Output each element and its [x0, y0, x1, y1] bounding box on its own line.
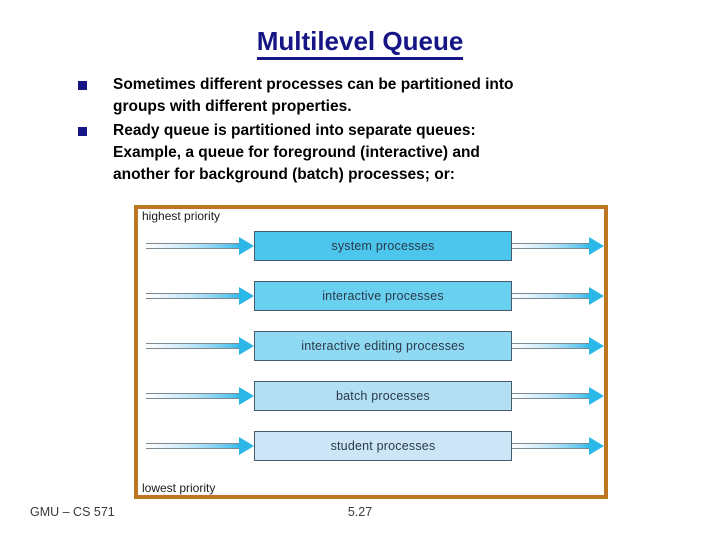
square-bullet-icon: [78, 127, 87, 136]
lowest-priority-label: lowest priority: [142, 481, 216, 495]
queue-box-interactive-editing-processes[interactable]: interactive editing processes: [254, 331, 512, 361]
queue-output-arrow: [512, 287, 604, 305]
bullet-text: Ready queue is partitioned into separate…: [113, 122, 480, 183]
highest-priority-label: highest priority: [142, 209, 221, 223]
queue-row: interactive processes: [138, 281, 604, 311]
queue-input-arrow: [146, 337, 254, 355]
queue-row: interactive editing processes: [138, 331, 604, 361]
queue-input-arrow: [146, 437, 254, 455]
bullet-item: Sometimes different processes can be par…: [78, 74, 668, 118]
page-title: Multilevel Queue: [0, 26, 720, 60]
square-bullet-icon: [78, 81, 87, 90]
queue-input-arrow: [146, 387, 254, 405]
queue-box-interactive-processes[interactable]: interactive processes: [254, 281, 512, 311]
queue-box-system-processes[interactable]: system processes: [254, 231, 512, 261]
multilevel-queue-diagram: highest priority system processes intera…: [134, 205, 608, 499]
page-title-text: Multilevel Queue: [256, 26, 464, 60]
queue-label: interactive processes: [322, 289, 444, 303]
queue-output-arrow: [512, 387, 604, 405]
bullet-text: Sometimes different processes can be par…: [113, 76, 514, 115]
queue-input-arrow: [146, 287, 254, 305]
bullet-item: Ready queue is partitioned into separate…: [78, 120, 668, 186]
queue-label: system processes: [331, 239, 435, 253]
footer-slide-number: 5.27: [347, 505, 373, 519]
footer-course-label: GMU – CS 571: [30, 505, 115, 519]
queue-box-batch-processes[interactable]: batch processes: [254, 381, 512, 411]
queue-output-arrow: [512, 337, 604, 355]
queue-row: batch processes: [138, 381, 604, 411]
queue-row: system processes: [138, 231, 604, 261]
queue-output-arrow: [512, 437, 604, 455]
queue-label: student processes: [330, 439, 436, 453]
queue-box-student-processes[interactable]: student processes: [254, 431, 512, 461]
queue-label: batch processes: [335, 389, 431, 403]
queue-label: interactive editing processes: [301, 339, 465, 353]
bullet-list: Sometimes different processes can be par…: [78, 74, 668, 188]
queue-input-arrow: [146, 237, 254, 255]
queue-row: student processes: [138, 431, 604, 461]
queue-output-arrow: [512, 237, 604, 255]
